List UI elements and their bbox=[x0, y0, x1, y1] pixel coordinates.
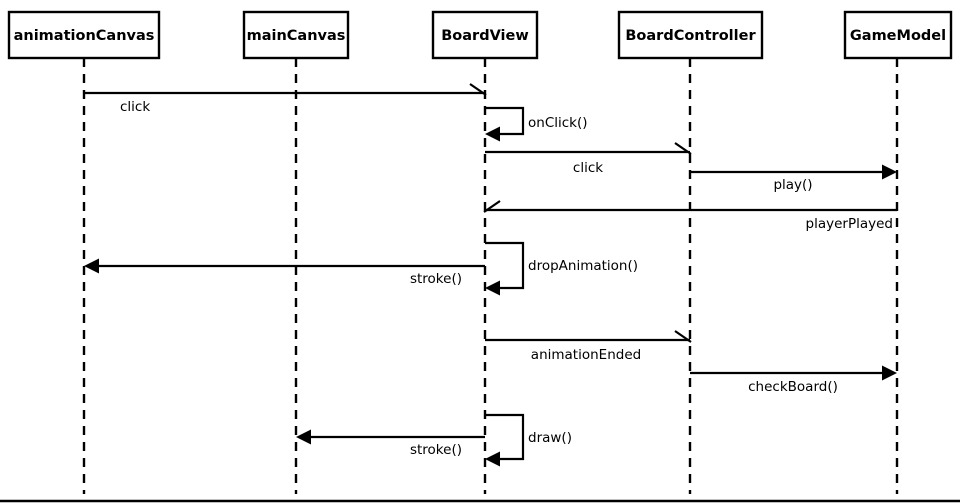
message-m8-animationended[interactable]: animationEnded bbox=[485, 330, 692, 363]
message-label-m11: stroke() bbox=[410, 442, 462, 458]
message-m10-draw-[interactable]: draw() bbox=[485, 413, 572, 467]
participant-animationCanvas[interactable]: animationCanvas bbox=[7, 10, 161, 494]
arrowhead-m10 bbox=[485, 451, 500, 467]
participant-box-BoardView[interactable] bbox=[431, 10, 539, 60]
message-label-m5: playerPlayed bbox=[806, 216, 893, 232]
message-label-m3: click bbox=[573, 160, 603, 176]
message-label-m1: click bbox=[120, 99, 150, 115]
message-m4-play-[interactable]: play() bbox=[690, 164, 897, 194]
message-m6-dropanimation-[interactable]: dropAnimation() bbox=[485, 241, 638, 296]
participant-box-animationCanvas[interactable] bbox=[7, 10, 161, 60]
message-label-m2: onClick() bbox=[528, 115, 588, 131]
participant-mainCanvas[interactable]: mainCanvas bbox=[242, 10, 350, 494]
participant-BoardController[interactable]: BoardController bbox=[617, 10, 764, 494]
message-label-m7: stroke() bbox=[410, 271, 462, 287]
self-call-path-m2 bbox=[485, 106, 525, 136]
self-call-path-m6 bbox=[485, 241, 525, 290]
lifelines-layer: animationCanvas mainCanvas BoardView BoardC… bbox=[7, 10, 953, 494]
message-label-m6: dropAnimation() bbox=[528, 258, 638, 274]
messages-layer: click onClick() click play() playerPlayed dro… bbox=[84, 83, 897, 467]
participant-label-BoardController: BoardController bbox=[625, 28, 756, 44]
participant-box-mainCanvas[interactable] bbox=[242, 10, 350, 60]
arrowhead-m4 bbox=[882, 164, 897, 180]
participant-label-mainCanvas: mainCanvas bbox=[247, 28, 346, 44]
message-m9-checkboard-[interactable]: checkBoard() bbox=[690, 365, 897, 396]
arrowhead-m11 bbox=[296, 429, 311, 445]
message-label-m10: draw() bbox=[528, 430, 572, 446]
message-label-m8: animationEnded bbox=[531, 347, 641, 363]
arrowhead-m8 bbox=[674, 330, 692, 343]
message-m2-onclick-[interactable]: onClick() bbox=[485, 106, 588, 142]
message-m1-click[interactable]: click bbox=[84, 83, 487, 115]
message-m7-stroke-[interactable]: stroke() bbox=[84, 258, 485, 288]
message-label-m9: checkBoard() bbox=[748, 379, 838, 395]
arrowhead-m2 bbox=[485, 126, 500, 142]
message-label-m4: play() bbox=[773, 177, 812, 193]
participant-label-BoardView: BoardView bbox=[441, 28, 529, 44]
self-call-path-m10 bbox=[485, 413, 525, 461]
participant-box-BoardController[interactable] bbox=[617, 10, 764, 60]
arrowhead-m9 bbox=[882, 365, 897, 381]
arrowhead-m7 bbox=[84, 258, 99, 274]
participant-label-GameModel: GameModel bbox=[850, 28, 946, 44]
message-m3-click[interactable]: click bbox=[485, 142, 692, 176]
arrowhead-m3 bbox=[674, 142, 692, 155]
message-m11-stroke-[interactable]: stroke() bbox=[296, 429, 485, 459]
arrowhead-m6 bbox=[485, 280, 500, 296]
participant-label-animationCanvas: animationCanvas bbox=[14, 28, 155, 44]
participant-GameModel[interactable]: GameModel bbox=[843, 10, 953, 494]
participant-box-GameModel[interactable] bbox=[843, 10, 953, 60]
message-m5-playerplayed[interactable]: playerPlayed bbox=[483, 200, 897, 232]
arrowhead-m5 bbox=[483, 200, 501, 213]
arrowhead-m1 bbox=[469, 83, 487, 96]
participant-BoardView[interactable]: BoardView bbox=[431, 10, 539, 494]
